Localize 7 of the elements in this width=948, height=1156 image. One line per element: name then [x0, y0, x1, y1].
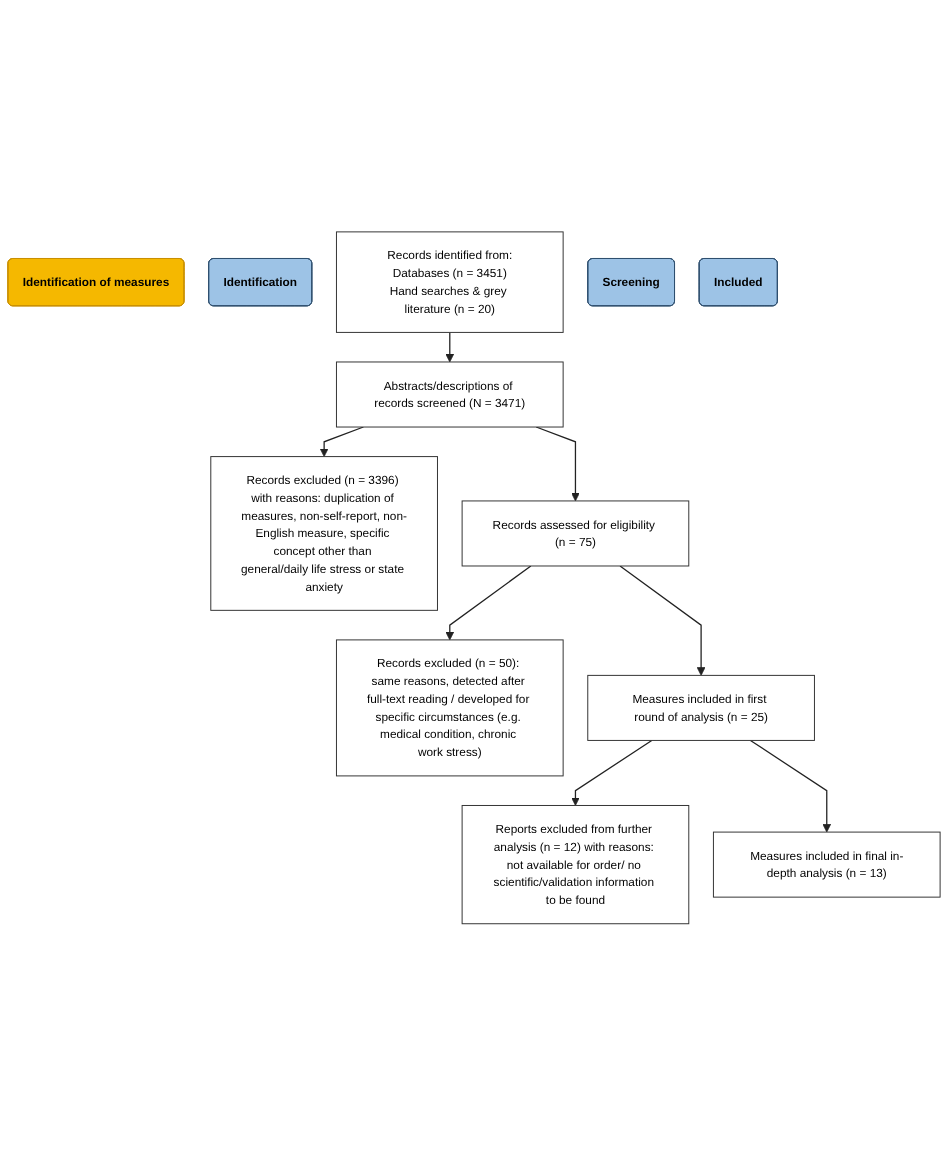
arrow	[619, 565, 706, 676]
arrow	[571, 740, 653, 807]
arrow	[445, 331, 455, 363]
arrow	[319, 426, 365, 458]
arrow	[535, 426, 580, 502]
arrow	[749, 740, 832, 833]
arrow	[445, 565, 532, 641]
